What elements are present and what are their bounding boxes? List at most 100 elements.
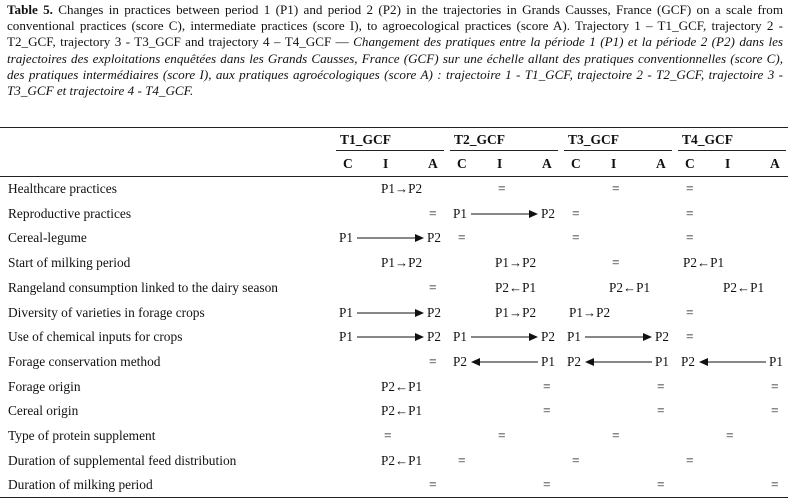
no-change-mark: = [686,452,694,468]
change-end-label: P2 [655,329,669,345]
no-change-mark: = [686,230,694,246]
no-change-mark: = [429,353,437,369]
change-arrow [357,333,424,342]
no-change-mark: = [657,477,665,493]
change-start-label: P1 [567,329,581,345]
no-change-mark: = [771,477,779,493]
score-header: I [725,156,731,171]
no-change-mark: = [612,181,620,196]
change-mark: P2←P1 [381,452,423,468]
trajectory-underline [450,150,558,151]
trajectory-underline [564,150,672,151]
no-change-mark: = [771,403,779,419]
no-change-mark: = [686,304,694,320]
row-label: Duration of milking period [8,477,153,493]
table-bottom-rule [0,497,788,498]
no-change-mark: = [572,452,580,468]
change-arrow [585,333,652,342]
table-header-rule [0,176,788,177]
trajectory-header: T1_GCF [340,132,392,147]
row-label: Diversity of varieties in forage crops [8,304,205,320]
change-mark: P1→P2 [569,304,611,320]
change-mark: P2←P1 [381,403,423,419]
score-header: A [428,156,438,171]
row-label: Cereal-legume [8,230,87,246]
change-end-label: P1 [655,353,669,369]
score-header: A [770,156,780,171]
change-end-label: P2 [427,329,441,345]
row-label: Type of protein supplement [8,428,156,443]
no-change-mark: = [771,378,779,394]
change-mark: P1→P2 [381,255,423,271]
no-change-mark: = [429,279,437,295]
no-change-mark: = [612,255,620,271]
no-change-mark: = [726,428,734,443]
no-change-mark: = [657,403,665,419]
change-end-label: P2 [427,304,441,320]
change-end-label: P1 [769,353,783,369]
trajectory-header: T4_GCF [682,132,734,147]
change-start-label: P1 [339,304,353,320]
row-label: Use of chemical inputs for crops [8,329,183,345]
no-change-mark: = [429,205,437,221]
table-label: Table 5. [7,2,53,17]
no-change-mark: = [458,452,466,468]
change-mark: P2←P1 [683,255,725,271]
trajectory-underline [678,150,786,151]
change-start-label: P1 [453,329,467,345]
row-label: Healthcare practices [8,181,117,196]
score-header: A [542,156,552,171]
change-mark: P2←P1 [381,378,423,394]
row-label: Reproductive practices [8,205,132,221]
change-arrow [471,357,538,366]
change-mark: P2←P1 [609,279,651,295]
no-change-mark: = [686,205,694,221]
change-mark: P2←P1 [723,279,765,295]
change-end-label: P2 [541,329,555,345]
score-header: C [457,156,467,171]
change-start-label: P2 [567,353,581,369]
trajectory-header: T3_GCF [568,132,620,147]
caption-french: Changement des pratiques entre la périod… [7,34,784,99]
change-arrow [471,209,538,218]
no-change-mark: = [543,403,551,419]
change-start-label: P1 [339,329,353,345]
score-header: C [685,156,695,171]
no-change-mark: = [686,329,694,345]
score-header: I [497,156,503,171]
change-arrow [471,333,538,342]
table-caption: Table 5. Changes in practices between pe… [7,2,783,99]
score-header: C [343,156,353,171]
change-arrow [699,357,766,366]
no-change-mark: = [498,428,506,443]
no-change-mark: = [543,477,551,493]
change-end-label: P1 [541,353,555,369]
table-top-rule [0,127,788,128]
change-arrow [585,357,652,366]
row-label: Forage conservation method [8,353,161,369]
trajectory-underline [336,150,444,151]
change-end-label: P2 [427,230,441,246]
change-end-label: P2 [541,205,555,221]
change-mark: P2←P1 [495,279,537,295]
score-header: C [571,156,581,171]
row-label: Cereal origin [8,403,79,419]
row-label: Rangeland consumption linked to the dair… [8,279,278,295]
no-change-mark: = [543,378,551,394]
no-change-mark: = [612,428,620,443]
no-change-mark: = [458,230,466,246]
change-start-label: P2 [453,353,467,369]
no-change-mark: = [686,181,694,196]
change-mark: P1→P2 [495,304,537,320]
row-label: Forage origin [8,378,81,394]
change-start-label: P1 [453,205,467,221]
score-header: A [656,156,666,171]
no-change-mark: = [572,230,580,246]
no-change-mark: = [657,378,665,394]
no-change-mark: = [572,205,580,221]
change-arrow [357,308,424,317]
row-label: Duration of supplemental feed distributi… [8,452,237,468]
score-header: I [611,156,617,171]
change-mark: P1→P2 [495,255,537,271]
change-start-label: P2 [681,353,695,369]
